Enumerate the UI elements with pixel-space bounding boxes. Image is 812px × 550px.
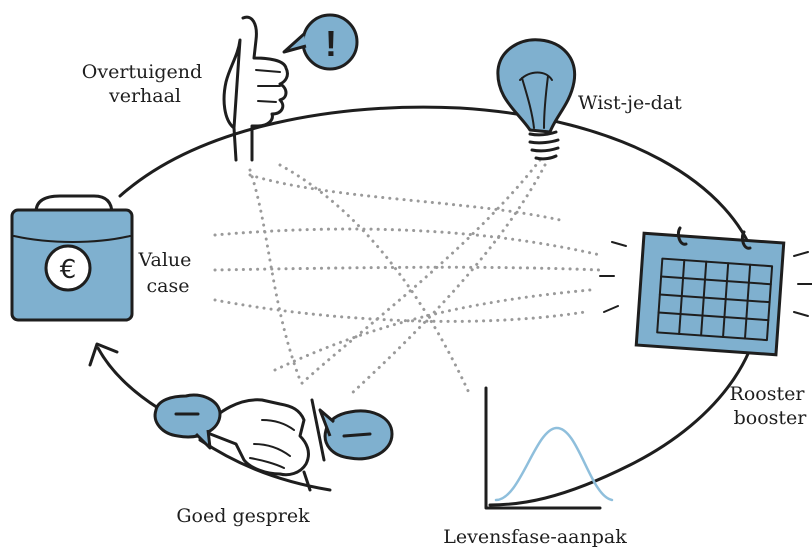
schedule-label: Rooster booster <box>730 383 811 429</box>
fact-label: Wist-je-dat <box>578 92 682 114</box>
exclamation-speech-bubble-icon: ! <box>282 13 359 71</box>
calendar-icon <box>599 226 812 357</box>
interconnection-lines <box>213 158 602 397</box>
lightbulb-icon <box>496 38 577 161</box>
conversation-label: Goed gesprek <box>176 505 310 527</box>
euro-symbol: € <box>60 255 77 285</box>
euro-briefcase-icon: € <box>10 194 134 322</box>
speech-bubble-right-icon <box>318 408 394 461</box>
cycle-ring-lower <box>198 438 332 492</box>
story-label: Overtuigend verhaal <box>82 61 208 107</box>
exclamation-glyph: ! <box>325 23 337 64</box>
cycle-arrow <box>96 346 160 410</box>
cycle-arrowhead <box>88 342 119 367</box>
lifephase-label: Levensfase-aanpak <box>443 526 627 548</box>
value-label: Value case <box>138 249 198 297</box>
speech-bubble-left-icon <box>153 393 222 450</box>
bell-curve-chart-icon <box>484 386 614 510</box>
thumbs-up-icon <box>222 15 289 162</box>
handshake-icon <box>198 398 326 492</box>
cycle-ring <box>118 105 763 507</box>
